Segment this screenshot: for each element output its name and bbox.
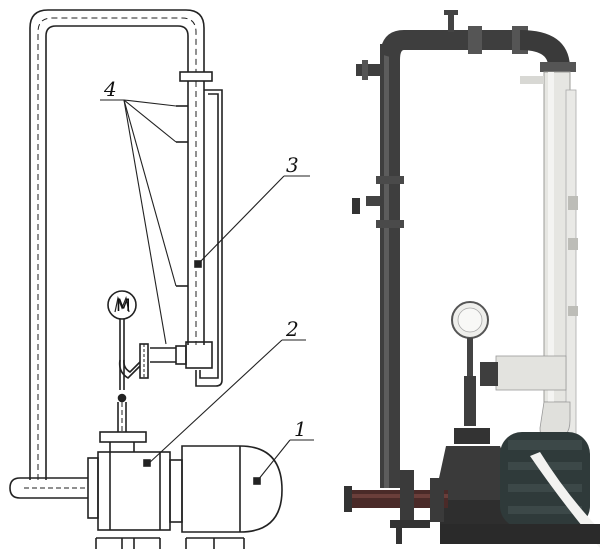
label-pump: 1 xyxy=(294,417,307,441)
label-taps: 4 xyxy=(103,77,117,101)
photo-base xyxy=(440,524,600,544)
pressure-taps xyxy=(176,105,188,287)
top-flange xyxy=(179,71,213,82)
installation-photo xyxy=(316,0,600,549)
bypass-tube xyxy=(195,89,223,387)
outlet-flange xyxy=(99,431,147,443)
suction-pipe xyxy=(9,477,88,499)
label-manometer: M xyxy=(116,296,131,316)
column-joint xyxy=(185,341,213,369)
tap-point xyxy=(117,393,127,403)
return-pipe xyxy=(29,9,205,480)
schematic-diagram xyxy=(9,9,314,549)
label-housing: 2 xyxy=(285,317,299,341)
manometer xyxy=(107,290,137,320)
label-tube: 3 xyxy=(286,153,299,177)
vertical-column xyxy=(187,81,205,345)
base xyxy=(95,537,245,549)
leader-lines xyxy=(100,99,314,481)
photo-return-pipe xyxy=(380,44,400,488)
manometer-line xyxy=(117,319,141,432)
pump-housing xyxy=(87,451,183,531)
photo-pump-outlet xyxy=(454,428,490,444)
motor xyxy=(181,445,283,533)
